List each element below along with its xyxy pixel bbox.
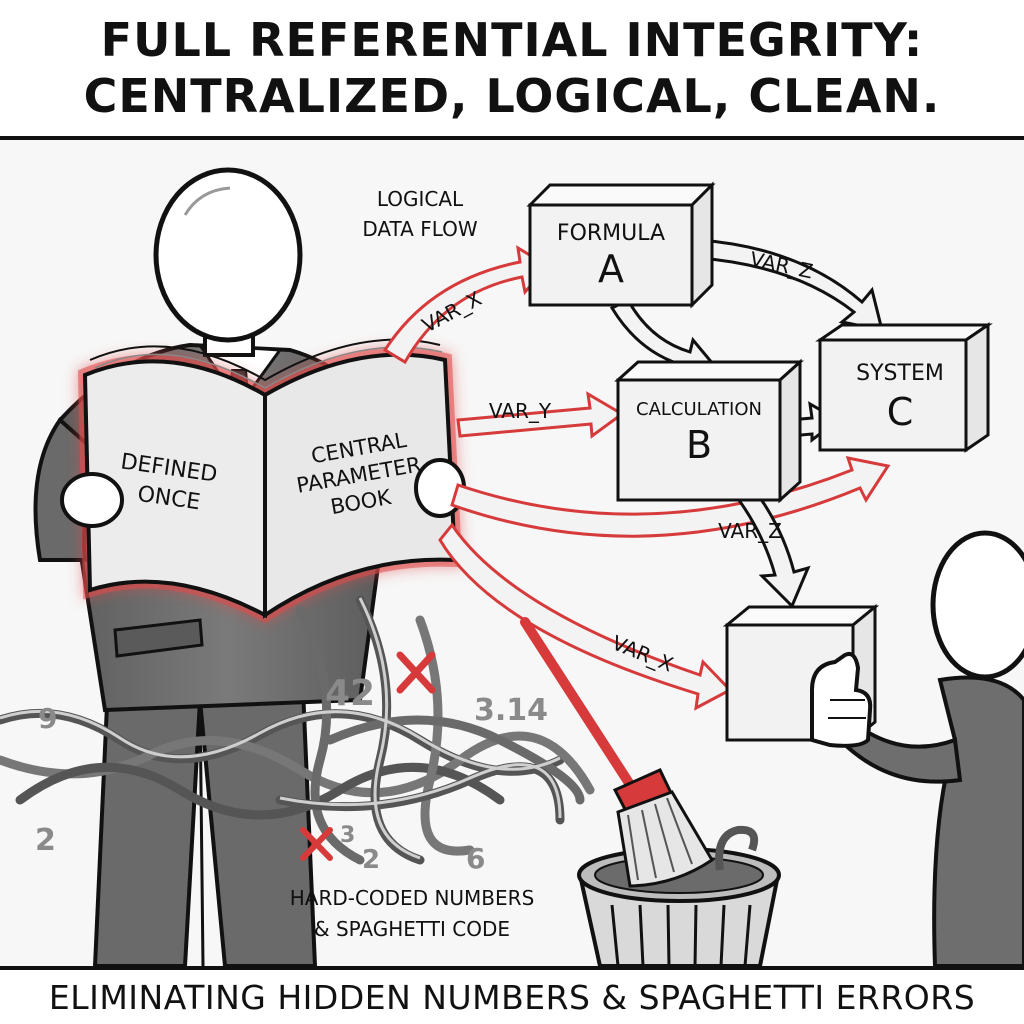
broom-icon [520, 617, 715, 888]
x-mark-icon [396, 651, 436, 694]
box-system-c [815, 322, 993, 453]
number-42: 42 [325, 673, 375, 714]
approving-figure [810, 530, 1024, 966]
x-mark-icon-2 [300, 827, 333, 861]
arrow-var-y [456, 391, 625, 439]
box-b-letter: B [686, 423, 712, 467]
label-var-y: VAR_Y [489, 399, 552, 423]
spaghetti-label-line-1: HARD-CODED NUMBERS [290, 886, 535, 910]
box-c-letter: C [887, 390, 914, 434]
number-2-mid: 2 [362, 845, 380, 875]
scene-illustration: DEFINED ONCE CENTRAL PARAMETER BOOK VAR_… [0, 140, 1024, 966]
title-banner: FULL REFERENTIAL INTEGRITY: CENTRALIZED,… [0, 0, 1024, 140]
number-9: 9 [38, 702, 57, 735]
box-c-name: SYSTEM [856, 361, 944, 386]
flow-label-line-2: DATA FLOW [362, 217, 478, 241]
label-var-z-mid: VAR_Z [718, 519, 782, 543]
title-line-1: FULL REFERENTIAL INTEGRITY: [100, 13, 924, 67]
box-b-name: CALCULATION [636, 399, 762, 420]
box-a-name: FORMULA [557, 221, 665, 246]
tangled-wires-icon [0, 595, 595, 865]
number-2-left: 2 [35, 823, 56, 858]
second-mannequin-head-icon [930, 530, 1024, 680]
thumbs-up-icon [810, 651, 873, 748]
footer-caption: ELIMINATING HIDDEN NUMBERS & SPAGHETTI E… [48, 977, 976, 1017]
number-6: 6 [466, 842, 485, 875]
arrow-var-z-mid [450, 456, 891, 538]
flow-label-line-1: LOGICAL [377, 187, 464, 211]
mannequin-head-icon [153, 167, 303, 343]
title-line-2: CENTRALIZED, LOGICAL, CLEAN. [83, 69, 941, 123]
box-formula-a [526, 181, 716, 309]
spaghetti-label-line-2: & SPAGHETTI CODE [314, 917, 510, 941]
number-3-14: 3.14 [474, 693, 548, 728]
number-3: 3 [340, 823, 355, 848]
footer-banner: ELIMINATING HIDDEN NUMBERS & SPAGHETTI E… [0, 966, 1024, 1024]
box-a-letter: A [598, 247, 624, 291]
flow-arrows [382, 238, 891, 711]
tangled-wires-highlight [0, 597, 562, 860]
arrow-var-x-bottom [438, 522, 733, 711]
box-calculation-b [614, 358, 804, 504]
left-glove-icon [60, 472, 124, 528]
